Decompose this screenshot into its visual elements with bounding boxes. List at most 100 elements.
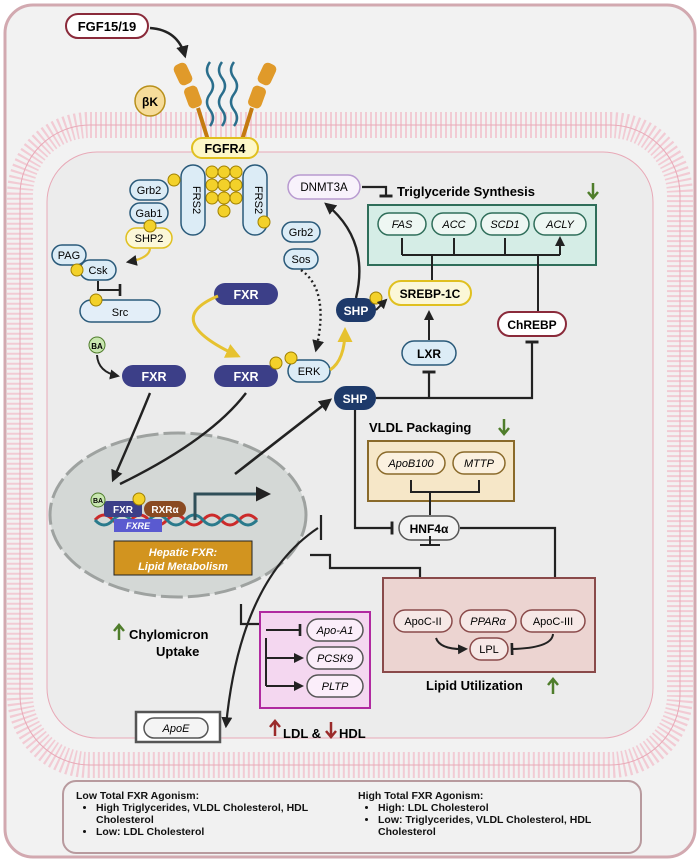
shp-phospho-label: SHP	[344, 304, 369, 318]
hnf4a-label: HNF4α	[410, 522, 449, 536]
vldl-down-arrow	[498, 419, 510, 436]
nucleus-fxr	[104, 501, 142, 517]
phospho-frs2-right	[257, 215, 271, 229]
tg-down-arrow	[587, 183, 599, 200]
apoc3-label: ApoC-III	[533, 616, 573, 628]
fxr-top-label: FXR	[234, 288, 259, 302]
nucleus-ba-label: BA	[93, 498, 103, 505]
legend-high-item: Low: Triglycerides, VLDL Cholesterol, HD…	[378, 814, 628, 838]
tg-gene-arrows	[401, 238, 560, 247]
gene-apob100-label: ApoB100	[387, 458, 434, 470]
src-label: Src	[112, 307, 129, 319]
nucleus-to-apoe	[221, 527, 319, 729]
vldl-regulation	[410, 480, 480, 515]
fgf-ligand	[65, 13, 149, 39]
vldl-title: VLDL Packaging	[369, 420, 471, 435]
fxr-into-nucleus	[111, 392, 152, 483]
bile-acid	[88, 336, 106, 354]
nucleus-ba	[90, 492, 106, 508]
gab1-label: Gab1	[136, 208, 163, 220]
arrow-fgf-to-receptor	[149, 26, 189, 59]
phospho-shp	[369, 291, 383, 305]
frs2-left	[180, 164, 206, 236]
gene-apob100	[376, 451, 446, 475]
legend-high-list: High: LDL Cholesterol Low: Triglycerides…	[358, 802, 628, 838]
shp2-label: SHP2	[135, 233, 164, 245]
nucleus-rxr-label: RXRα	[151, 505, 179, 516]
ppara-label: PPARα	[470, 616, 506, 628]
receptor-phospho-cluster	[205, 165, 243, 218]
gene-fas	[377, 212, 427, 236]
shp-phospho	[336, 298, 376, 322]
grb2-right	[281, 221, 321, 243]
nucleus-rxr	[144, 501, 186, 517]
src	[79, 299, 161, 323]
nucleus-fxr-label: FXR	[113, 505, 134, 516]
fxr-phospho-label: FXR	[234, 370, 259, 384]
gene-mttp-label: MTTP	[464, 458, 495, 470]
nucleus-to-shp	[234, 398, 333, 476]
srebp-1c	[388, 280, 472, 306]
legend-low-item: High Triglycerides, VLDL Cholesterol, HD…	[96, 802, 346, 826]
csk-label: Csk	[89, 265, 108, 277]
fxr-ba	[122, 365, 186, 387]
legend-low-item: Low: LDL Cholesterol	[96, 826, 346, 838]
nucleus-label-line1: Hepatic FXR:	[149, 547, 218, 559]
phospho-erk	[284, 351, 298, 365]
lpl-label: LPL	[479, 644, 499, 656]
bile-acid-label: BA	[91, 342, 103, 351]
chylomicron-up-arrow	[113, 623, 125, 640]
dnmt3a-label: DNMT3A	[300, 182, 348, 194]
legend-low-list: High Triglycerides, VLDL Cholesterol, HD…	[76, 802, 346, 838]
beta-klotho	[134, 85, 166, 117]
ba-to-fxr	[96, 354, 120, 380]
nucleus-label-box	[113, 540, 253, 576]
fxr-phospho	[214, 365, 278, 387]
lipid-utilization-up-arrow	[547, 677, 559, 694]
dnmt3a-inhibits-tg	[362, 185, 393, 198]
fxrp-into-nucleus	[119, 392, 247, 486]
ppara	[459, 609, 517, 633]
hdl-label: HDL	[339, 726, 366, 741]
legend: Low Total FXR Agonism: High Triglyceride…	[62, 780, 642, 854]
nucleus-to-apoc2	[310, 553, 426, 593]
phospho-fxr	[269, 356, 283, 370]
pltp	[306, 674, 364, 698]
shp-to-srebp	[375, 298, 388, 311]
sos-to-erk-dotted	[300, 269, 325, 353]
pcsk9-label: PCSK9	[317, 653, 353, 665]
apoc2-label: ApoC-II	[404, 616, 441, 628]
tg-gene-list: FAS ACC SCD1 ACLY	[377, 212, 587, 236]
gene-scd1-label: SCD1	[490, 219, 519, 231]
shp-label: SHP	[343, 392, 368, 406]
hnf4a-to-apoc3	[460, 526, 561, 593]
erk-to-shp-yellow	[329, 327, 353, 372]
apoe-label: ApoE	[162, 723, 191, 735]
fgf-ligand-label: FGF15/19	[78, 19, 137, 34]
pcsk9	[306, 646, 364, 670]
shp2-to-pag	[125, 247, 152, 266]
phospho-src	[89, 293, 103, 307]
fxre-label: FXRE	[126, 521, 151, 531]
pltp-label: PLTP	[322, 681, 349, 693]
membrane-outer-line	[19, 124, 681, 766]
gene-acly-label: ACLY	[545, 219, 574, 231]
dnmt3a	[287, 174, 361, 200]
ldl-up-arrow	[269, 719, 281, 736]
apoa1-label: Apo-A1	[316, 625, 354, 637]
apoe	[143, 717, 209, 739]
chylomicron-line1: Chylomicron	[129, 627, 209, 642]
beta-klotho-label: βK	[142, 95, 158, 109]
phospho-grb2	[167, 173, 181, 187]
shp-to-dnmt3a	[324, 202, 361, 299]
nucleus-phospho	[132, 492, 146, 506]
lipid-utilization-title: Lipid Utilization	[426, 678, 523, 693]
legend-low-title: Low Total FXR Agonism:	[76, 790, 200, 802]
fgfr4-label: FGFR4	[205, 142, 246, 156]
apoc3	[520, 609, 586, 633]
apoa1	[306, 618, 364, 642]
srebp-1c-label: SREBP-1C	[400, 287, 461, 301]
apoc2-to-lpl	[435, 637, 468, 655]
gene-acc	[431, 212, 477, 236]
